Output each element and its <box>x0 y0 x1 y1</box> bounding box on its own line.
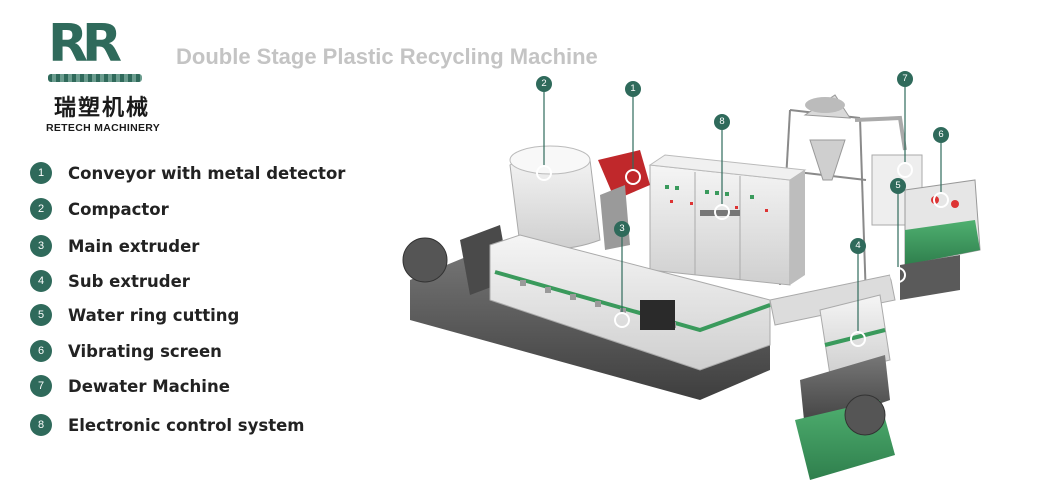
callout-badge: 6 <box>933 127 949 143</box>
company-logo: RR 瑞塑机械 RETECH MACHINERY <box>40 14 160 134</box>
callout-badge: 7 <box>897 71 913 87</box>
legend-label: Main extruder <box>68 237 200 256</box>
legend-number-badge: 3 <box>30 235 52 257</box>
logo-english-name: RETECH MACHINERY <box>46 122 161 134</box>
legend-number-badge: 6 <box>30 340 52 362</box>
callout-badge: 4 <box>850 238 866 254</box>
logo-mark: RR <box>48 14 122 74</box>
legend-number-badge: 1 <box>30 162 52 184</box>
callout-badge: 2 <box>536 76 552 92</box>
vibrating-screen <box>900 179 981 300</box>
page-title: Double Stage Plastic Recycling Machine <box>176 44 598 69</box>
legend-label: Water ring cutting <box>68 306 240 325</box>
logo-chinese-name: 瑞塑机械 <box>54 96 151 121</box>
callout-badge: 5 <box>890 178 906 194</box>
callout-badge: 3 <box>614 221 630 237</box>
callout-lines <box>536 87 949 347</box>
legend-number-badge: 4 <box>30 270 52 292</box>
legend-label: Electronic control system <box>68 416 305 435</box>
sub-extruder <box>769 274 896 480</box>
legend-number-badge: 5 <box>30 304 52 326</box>
legend-number-badge: 8 <box>30 414 52 436</box>
legend-label: Vibrating screen <box>68 342 222 361</box>
callout-badge: 1 <box>625 81 641 97</box>
compactor <box>509 145 650 250</box>
legend-number-badge: 7 <box>30 375 52 397</box>
legend-label: Dewater Machine <box>68 377 230 396</box>
legend-label: Sub extruder <box>68 272 190 291</box>
legend-label: Compactor <box>68 200 169 219</box>
main-extruder <box>402 225 771 400</box>
callout-badge: 8 <box>714 114 730 130</box>
screw-icon <box>48 74 142 82</box>
control-cabinet <box>648 154 807 286</box>
legend-number-badge: 2 <box>30 198 52 220</box>
legend-label: Conveyor with metal detector <box>68 164 346 183</box>
